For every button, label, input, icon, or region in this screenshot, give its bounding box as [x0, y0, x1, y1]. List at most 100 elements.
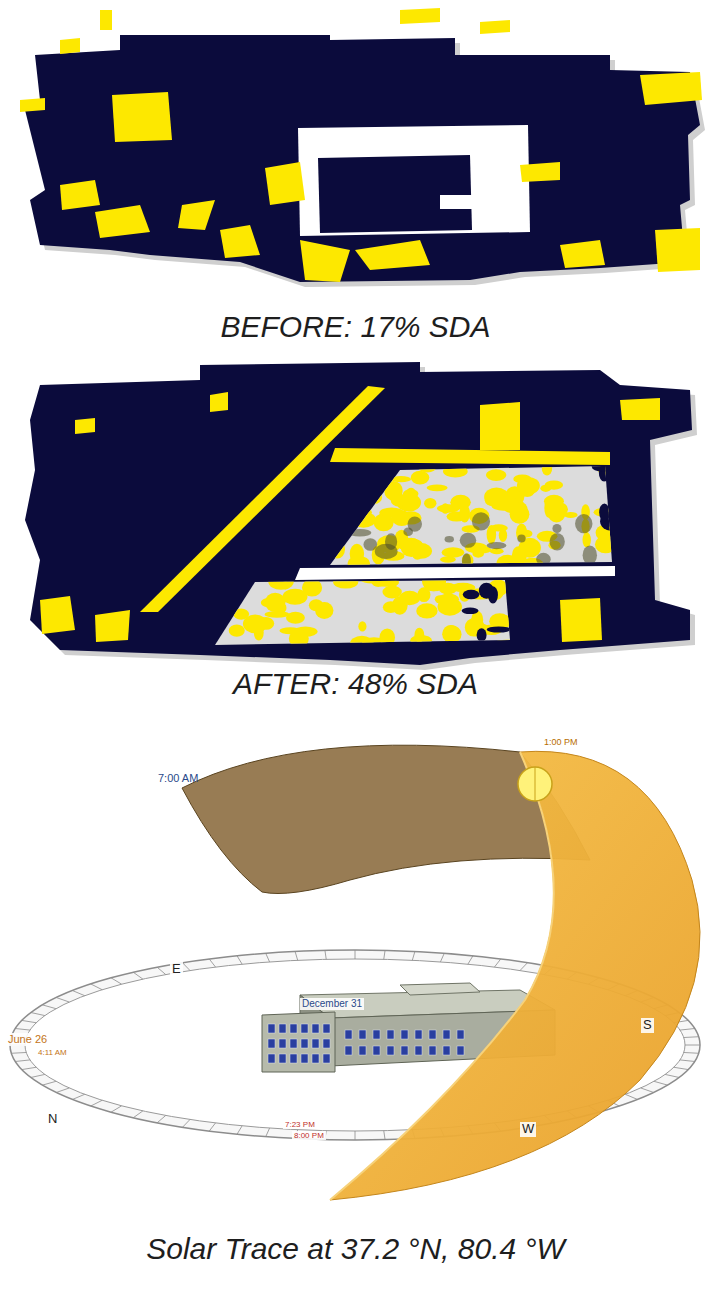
daylit-area	[517, 535, 525, 543]
compass-tick	[31, 1013, 45, 1016]
daylit-area	[112, 92, 172, 142]
daylit-area	[520, 162, 560, 182]
daylit-area	[487, 626, 511, 632]
window	[323, 1024, 330, 1033]
window	[415, 1030, 422, 1039]
daylit-area	[442, 547, 465, 557]
compass-tick	[355, 1131, 356, 1140]
daylit-area	[95, 610, 130, 642]
daylit-area	[605, 470, 624, 486]
daylit-areas	[209, 571, 519, 653]
daylit-area	[560, 240, 605, 268]
compass-tick	[31, 1074, 45, 1077]
daylit-area	[407, 488, 416, 496]
daylit-area	[443, 465, 468, 477]
compass-tick	[91, 1100, 102, 1106]
building-roof	[400, 983, 480, 995]
window	[457, 1030, 464, 1039]
before-map	[20, 8, 705, 287]
daylit-area	[445, 536, 454, 543]
daylit-area	[330, 540, 345, 558]
daylit-area	[552, 524, 561, 533]
compass-tick	[56, 1088, 69, 1093]
compass-tick	[22, 1020, 36, 1022]
daylit-area	[494, 640, 519, 646]
compass-letter: E	[170, 962, 183, 977]
courtyard	[440, 195, 472, 209]
compass-tick	[22, 1067, 36, 1069]
sun-path-edge	[330, 752, 554, 1200]
daylit-area	[209, 601, 224, 609]
daylit-area	[438, 598, 462, 616]
window	[345, 1030, 352, 1039]
daylit-area	[424, 498, 436, 509]
daylit-area	[355, 240, 430, 270]
window	[268, 1024, 275, 1033]
daylit-area	[348, 556, 370, 570]
daylit-areas	[328, 461, 625, 572]
compass-tick	[133, 1111, 143, 1118]
after-map	[25, 362, 697, 670]
window	[457, 1046, 464, 1055]
daylit-area	[371, 577, 385, 587]
compass-tick	[494, 959, 500, 967]
window	[373, 1030, 380, 1039]
daylit-area	[348, 529, 371, 536]
window	[290, 1054, 297, 1063]
compass-tick	[157, 1115, 166, 1122]
daylit-area	[480, 402, 520, 450]
compass-letter: N	[46, 1112, 59, 1127]
window	[345, 1046, 352, 1055]
daylit-area	[268, 574, 293, 590]
compass-tick	[384, 1131, 385, 1140]
daylit-corridor	[140, 386, 385, 612]
daylit-area	[351, 512, 376, 528]
window	[312, 1054, 319, 1063]
window	[279, 1039, 286, 1048]
date-label: December 31	[300, 998, 364, 1010]
daylit-area	[347, 481, 363, 498]
daylit-area	[384, 576, 398, 587]
floor-plate	[318, 155, 472, 233]
compass-tick	[91, 984, 102, 990]
compass-tick	[237, 956, 242, 964]
window	[301, 1054, 308, 1063]
daylit-area	[416, 603, 437, 618]
window	[323, 1054, 330, 1063]
map-caption: BEFORE: 17% SDA	[0, 310, 711, 345]
daylit-area	[100, 10, 112, 30]
daylit-area	[333, 575, 358, 588]
daylit-area	[302, 579, 322, 597]
window	[359, 1030, 366, 1039]
compass-tick	[412, 951, 415, 960]
daylit-area	[607, 508, 622, 520]
daylit-area	[583, 546, 597, 565]
daylit-areas	[20, 8, 702, 282]
building-wing	[262, 1012, 335, 1072]
daylit-area	[460, 533, 477, 548]
daylit-area	[279, 627, 300, 634]
daylit-area	[479, 583, 494, 599]
daylit-area	[362, 637, 386, 648]
daylit-area	[575, 514, 592, 533]
compass-tick	[355, 950, 356, 959]
compass-tick	[157, 967, 166, 974]
daylit-area	[462, 553, 471, 569]
window	[415, 1046, 422, 1055]
compass-tick	[72, 1094, 84, 1099]
daylit-area	[60, 180, 100, 210]
window	[268, 1054, 275, 1063]
compass-tick	[11, 1052, 26, 1054]
window	[359, 1046, 366, 1055]
compass-tick	[56, 998, 69, 1003]
daylit-area	[351, 475, 377, 487]
daylit-area	[491, 501, 515, 511]
compass-tick	[684, 1036, 699, 1038]
daylit-area	[462, 608, 479, 615]
daylit-area	[655, 228, 700, 272]
daylit-area	[379, 628, 395, 646]
daylit-area	[95, 205, 150, 238]
compass-tick	[72, 991, 84, 996]
daylit-area	[427, 484, 448, 491]
daylit-area	[210, 392, 228, 412]
